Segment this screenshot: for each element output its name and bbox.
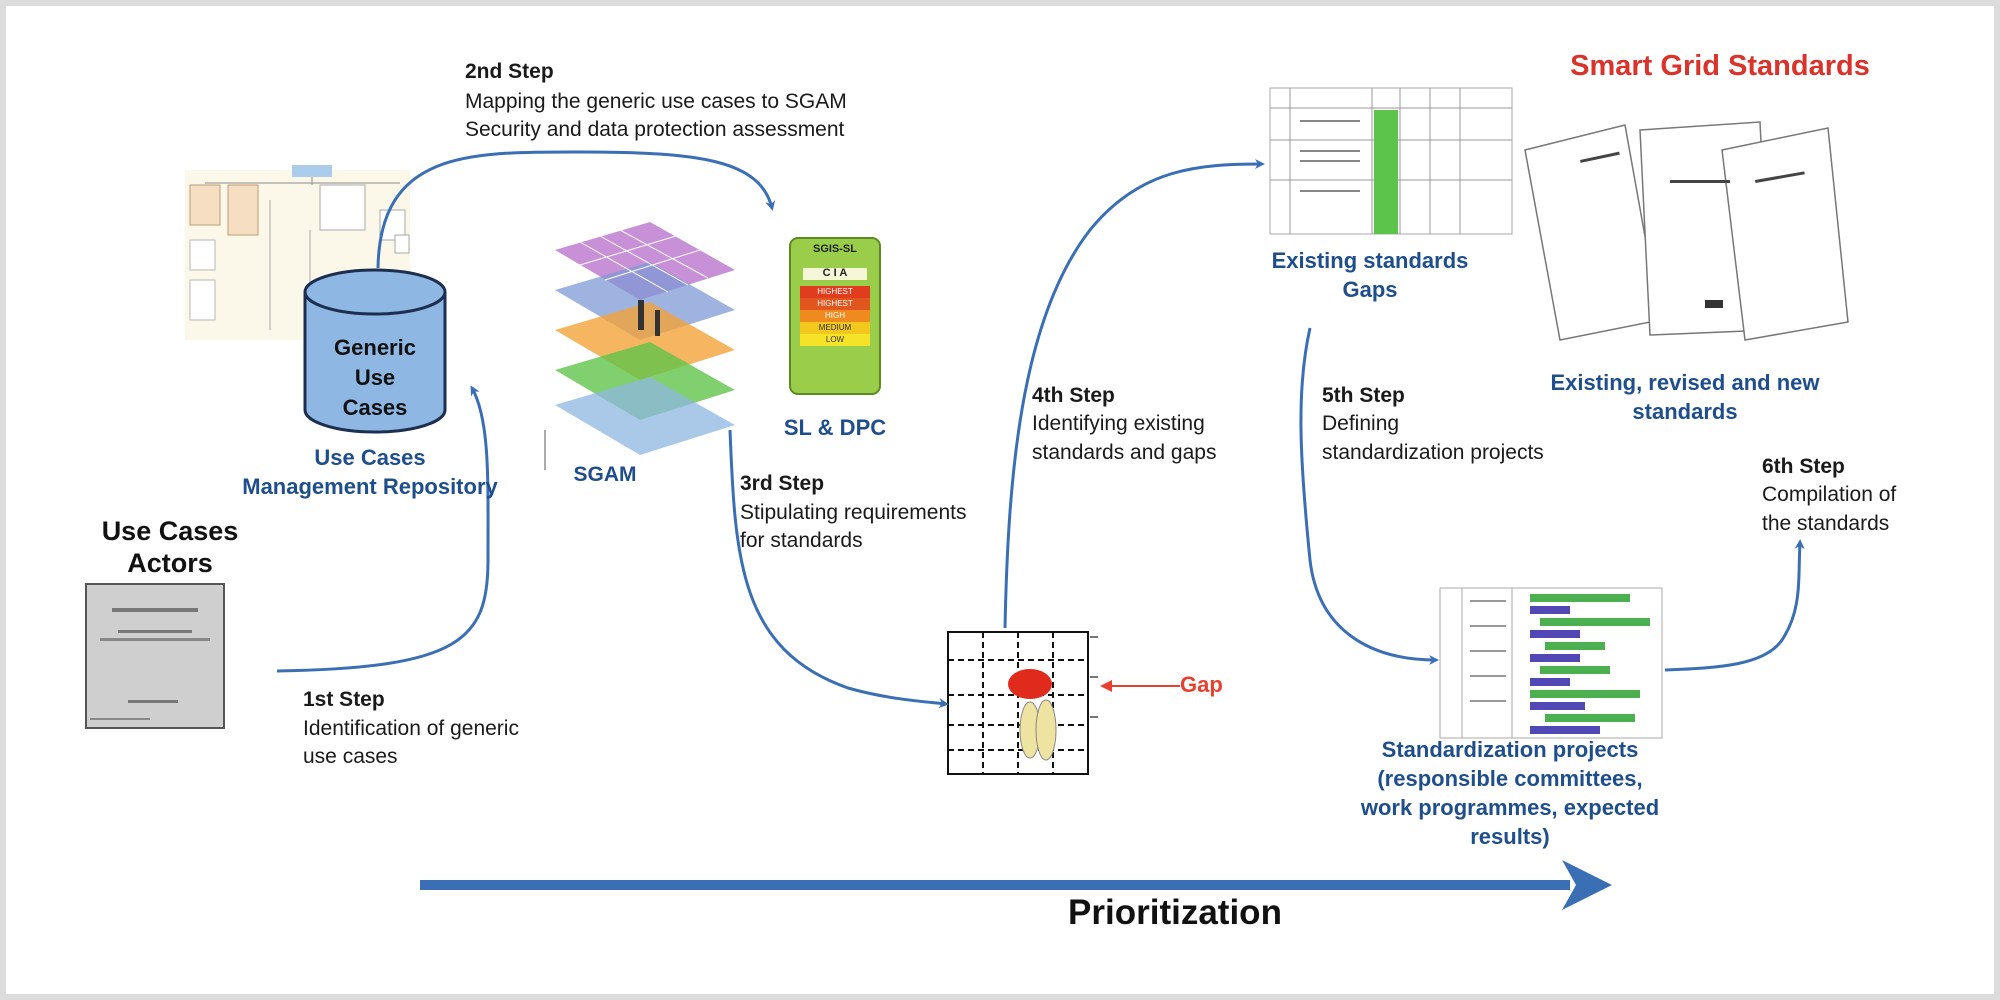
revised-standards-line2: standards [1632,399,1738,424]
projects-line4: results) [1470,824,1550,849]
diagram-title: Smart Grid Standards [1570,50,1870,82]
step6-line2: the standards [1762,512,1890,535]
step4-line1: Identifying existing [1032,412,1205,435]
step2-title: 2nd Step [465,60,554,83]
revised-standards-line1: Existing, revised and new [1550,370,1820,395]
step4-title: 4th Step [1032,384,1115,407]
step2-line1: Mapping the generic use cases to SGAM [465,90,847,113]
arrow-step2 [376,150,776,269]
prioritization-arrow [420,860,1612,910]
arrow-step5 [1299,327,1439,665]
cylinder-label-line3: Cases [342,395,408,420]
step3-title: 3rd Step [740,472,825,495]
step6-line1: Compilation of [1762,483,1897,506]
sgis-level-4: MEDIUM [818,323,852,332]
projects-line3: work programmes, expected [1360,795,1660,820]
arrow-step3 [728,429,949,709]
arrow-step6 [1664,539,1805,672]
generic-use-cases-cylinder [303,268,447,434]
actors-label-line2: Actors [127,548,213,578]
step1-title: 1st Step [303,688,385,711]
standardization-projects-gantt-image [1439,587,1663,739]
repository-label-line1: Use Cases [314,445,426,470]
actors-document-image [85,583,225,729]
sgis-level-5: LOW [825,335,845,344]
sgis-cia: C I A [822,267,848,279]
step1-line2: use cases [303,745,398,768]
arrow-step4 [1003,159,1265,629]
actors-label: Use Cases Actors [70,515,270,579]
existing-standards-label: Existing standards Gaps [1220,246,1520,304]
projects-line1: Standardization projects [1381,737,1639,762]
step6-title: 6th Step [1762,455,1845,478]
step5-line2: standardization projects [1322,441,1544,464]
gap-label: Gap [1180,672,1223,697]
existing-standards-line1: Existing standards [1271,248,1469,273]
cylinder-label-line1: Generic [334,335,416,360]
sgam-label: SGAM [573,463,637,486]
step1-line1: Identification of generic [303,717,519,740]
actors-label-line1: Use Cases [101,516,239,546]
repository-label: Use Cases Management Repository [220,443,520,501]
step4-line2: standards and gaps [1032,441,1217,464]
sgis-level-2: HIGHEST [817,299,853,308]
use-case-flowchart-image [185,165,410,340]
projects-line2: (responsible committees, [1377,766,1643,791]
revised-standards-label: Existing, revised and new standards [1510,368,1860,426]
step5-title: 5th Step [1322,384,1405,407]
sl-dpc-label: SL & DPC [783,415,887,440]
step5-line1: Defining [1322,412,1400,435]
sgis-level-1: HIGHEST [817,287,853,296]
sgam-model-image [544,222,735,470]
cylinder-label: Generic Use Cases [315,333,435,423]
step2-line2: Security and data protection assessment [465,118,845,141]
step3-line2: for standards [740,529,863,552]
repository-label-line2: Management Repository [242,474,498,499]
step3-line1: Stipulating requirements [740,501,967,524]
sgis-level-3: HIGH [825,311,845,320]
cylinder-label-line2: Use [354,365,396,390]
existing-standards-line2: Gaps [1342,277,1398,302]
standards-documents-image [1524,121,1849,341]
gap-chart-image [947,631,1098,775]
sgis-header: SGIS-SL [812,243,857,255]
sgis-sl-panel [789,237,881,395]
prioritization-label: Prioritization [1068,893,1282,932]
sgis-level-list: HIGHEST HIGHEST HIGH MEDIUM LOW [800,286,870,346]
existing-standards-table-image [1269,87,1513,235]
standardization-projects-label: Standardization projects (responsible co… [1340,735,1680,851]
arrow-step1 [276,385,490,673]
